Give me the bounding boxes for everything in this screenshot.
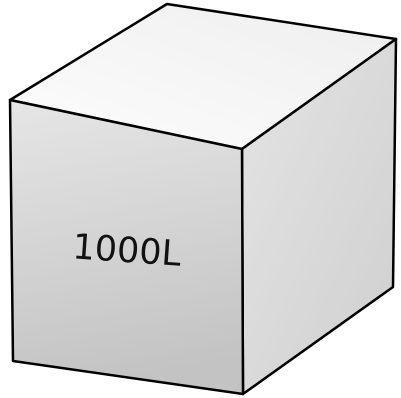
cube-volume-label: 1000L: [71, 227, 183, 275]
